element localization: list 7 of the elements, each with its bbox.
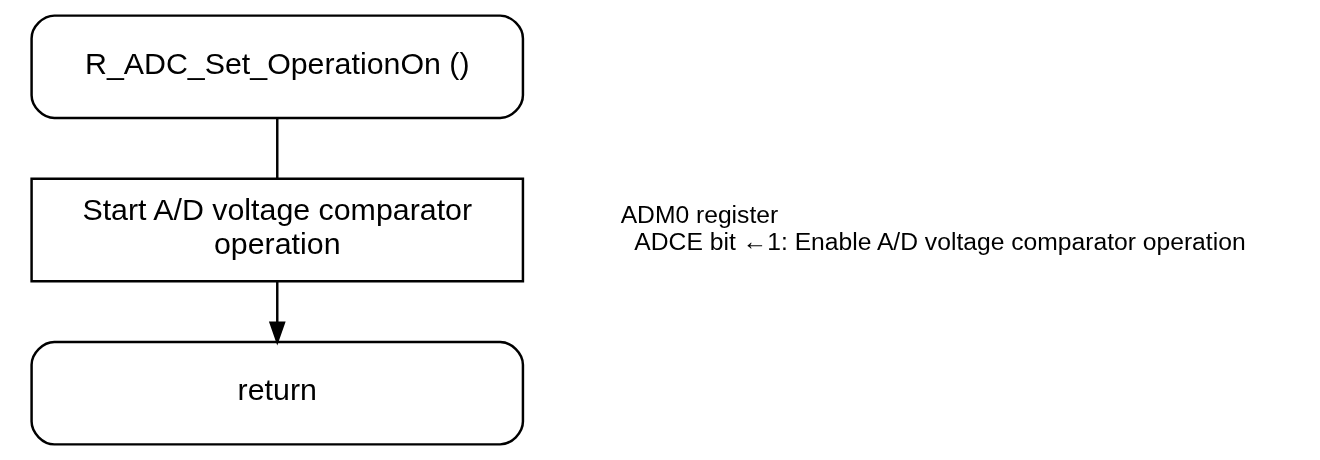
node-box: R_ADC_Set_OperationOn () bbox=[30, 14, 525, 120]
node-box: Start A/D voltage comparator operation bbox=[30, 177, 525, 283]
arrow bbox=[268, 281, 286, 346]
node-label: ADCE bit ←1: Enable A/D voltage comparator operation bbox=[634, 227, 1246, 255]
node-box: return bbox=[30, 340, 525, 446]
node-label: ADM0 register bbox=[620, 201, 779, 229]
connector bbox=[276, 118, 279, 179]
